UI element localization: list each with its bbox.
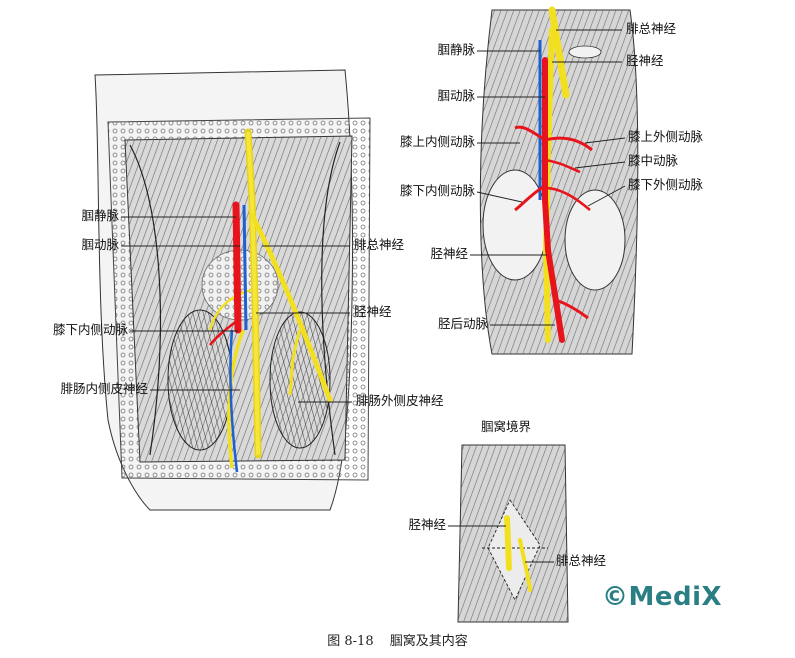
label-boundary-common-peroneal-nerve: 腓总神经 (556, 553, 607, 568)
label-main-inferior-medial-genicular-artery: 膝下内侧动脉 (52, 322, 128, 337)
watermark-logo: ©MediX (602, 582, 723, 612)
label-main-popliteal-artery: 腘动脉 (81, 237, 119, 252)
main-common-peroneal-nerve (249, 212, 333, 403)
main-lateral-sural-nerve (288, 329, 302, 396)
label-main-tibial-nerve: 胫神经 (354, 304, 392, 319)
label-main-medial-sural-cutaneous-nerve: 腓肠内侧皮神经 (60, 381, 148, 396)
deep-medial-condyle (482, 169, 548, 281)
figure-caption: 图 8-18 腘窝及其内容 (0, 630, 795, 649)
label-deep-common-peroneal-nerve: 腓总神经 (626, 21, 677, 36)
main-leader-lines (121, 216, 352, 403)
boundary-leader-lines (448, 525, 554, 563)
label-main-lateral-sural-cutaneous-nerve: 腓肠外侧皮神经 (356, 393, 444, 408)
main-popliteal-artery (232, 201, 242, 334)
label-deep-posterior-tibial-artery: 胫后动脉 (437, 316, 488, 331)
boundary-figure (457, 444, 569, 623)
label-deep-popliteal-vein: 腘静脉 (437, 42, 475, 57)
deep-figure (479, 6, 639, 355)
boundary-common-peroneal-nerve (518, 538, 532, 592)
deep-leader-lines (470, 29, 626, 326)
label-main-popliteal-vein: 腘静脉 (81, 208, 119, 223)
figure-title: 腘窝及其内容 (389, 634, 468, 649)
label-deep-tibial-nerve-left: 胫神经 (430, 246, 468, 261)
label-boundary-tibial-nerve: 胫神经 (408, 517, 446, 532)
deep-popliteal-artery (542, 57, 565, 343)
deep-common-peroneal-nerve (548, 6, 570, 99)
label-deep-tibial-nerve-right: 胫神经 (626, 53, 664, 68)
boundary-diamond (487, 499, 541, 602)
figure-number: 图 8-18 (327, 634, 374, 649)
label-deep-popliteal-artery: 腘动脉 (437, 88, 475, 103)
deep-lateral-condyle (564, 189, 626, 291)
main-figure (94, 69, 371, 511)
main-small-saphenous-vein (229, 329, 239, 473)
label-boundary-title: 腘窝境界 (481, 419, 532, 434)
label-deep-superior-lateral-genicular-artery: 膝上外侧动脉 (628, 129, 704, 144)
label-deep-superior-medial-genicular-artery: 膝上内侧动脉 (399, 134, 475, 149)
label-deep-middle-genicular-artery: 膝中动脉 (628, 153, 679, 168)
label-deep-inferior-medial-genicular-artery: 膝下内侧动脉 (399, 183, 475, 198)
label-main-common-peroneal-nerve: 腓总神经 (354, 237, 405, 252)
main-popliteal-vein (242, 204, 248, 331)
main-medial-sural-nerve (227, 329, 245, 469)
label-deep-inferior-lateral-genicular-artery: 膝下外侧动脉 (628, 177, 704, 192)
boundary-tibial-nerve (504, 515, 512, 571)
